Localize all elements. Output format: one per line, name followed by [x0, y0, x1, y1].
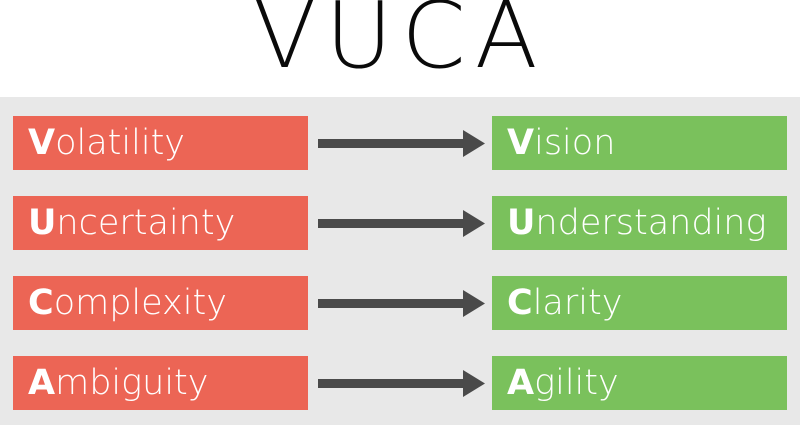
- problem-initial: C: [28, 282, 54, 323]
- problem-box-ambiguity[interactable]: Ambiguity: [13, 356, 308, 410]
- diagram-panel: Volatility Vision Uncertainty Un: [0, 97, 800, 425]
- solution-label: Vision: [492, 122, 616, 163]
- solution-label: Clarity: [492, 282, 623, 323]
- solution-rest: larity: [532, 282, 623, 323]
- vuca-row: Volatility Vision: [0, 116, 800, 170]
- solution-box-clarity[interactable]: Clarity: [492, 276, 787, 330]
- problem-rest: ncertainty: [56, 202, 236, 243]
- problem-initial: A: [28, 362, 56, 403]
- problem-initial: V: [28, 122, 56, 163]
- problem-box-complexity[interactable]: Complexity: [13, 276, 308, 330]
- problem-rest: omplexity: [53, 282, 227, 323]
- solution-box-understanding[interactable]: Understanding: [492, 196, 787, 250]
- vuca-row: Uncertainty Understanding: [0, 196, 800, 250]
- solution-rest: nderstanding: [535, 202, 767, 243]
- right-arrow-icon: [318, 130, 485, 157]
- problem-box-volatility[interactable]: Volatility: [13, 116, 308, 170]
- solution-initial: A: [507, 362, 535, 403]
- solution-initial: C: [507, 282, 533, 323]
- solution-rest: ision: [534, 122, 616, 163]
- problem-rest: olatility: [55, 122, 186, 163]
- vuca-row: Complexity Clarity: [0, 276, 800, 330]
- problem-label: Volatility: [13, 122, 186, 163]
- page-title: VUCA: [253, 0, 547, 89]
- problem-rest: mbiguity: [55, 362, 209, 403]
- right-arrow-icon: [318, 210, 485, 237]
- problem-box-uncertainty[interactable]: Uncertainty: [13, 196, 308, 250]
- problem-label: Complexity: [13, 282, 227, 323]
- solution-label: Agility: [492, 362, 619, 403]
- solution-rest: gility: [534, 362, 619, 403]
- solution-initial: V: [507, 122, 535, 163]
- solution-label: Understanding: [492, 202, 767, 243]
- problem-initial: U: [28, 202, 57, 243]
- solution-initial: U: [507, 202, 536, 243]
- right-arrow-icon: [318, 370, 485, 397]
- problem-label: Uncertainty: [13, 202, 236, 243]
- solution-box-vision[interactable]: Vision: [492, 116, 787, 170]
- vuca-row: Ambiguity Agility: [0, 356, 800, 410]
- problem-label: Ambiguity: [13, 362, 209, 403]
- right-arrow-icon: [318, 290, 485, 317]
- solution-box-agility[interactable]: Agility: [492, 356, 787, 410]
